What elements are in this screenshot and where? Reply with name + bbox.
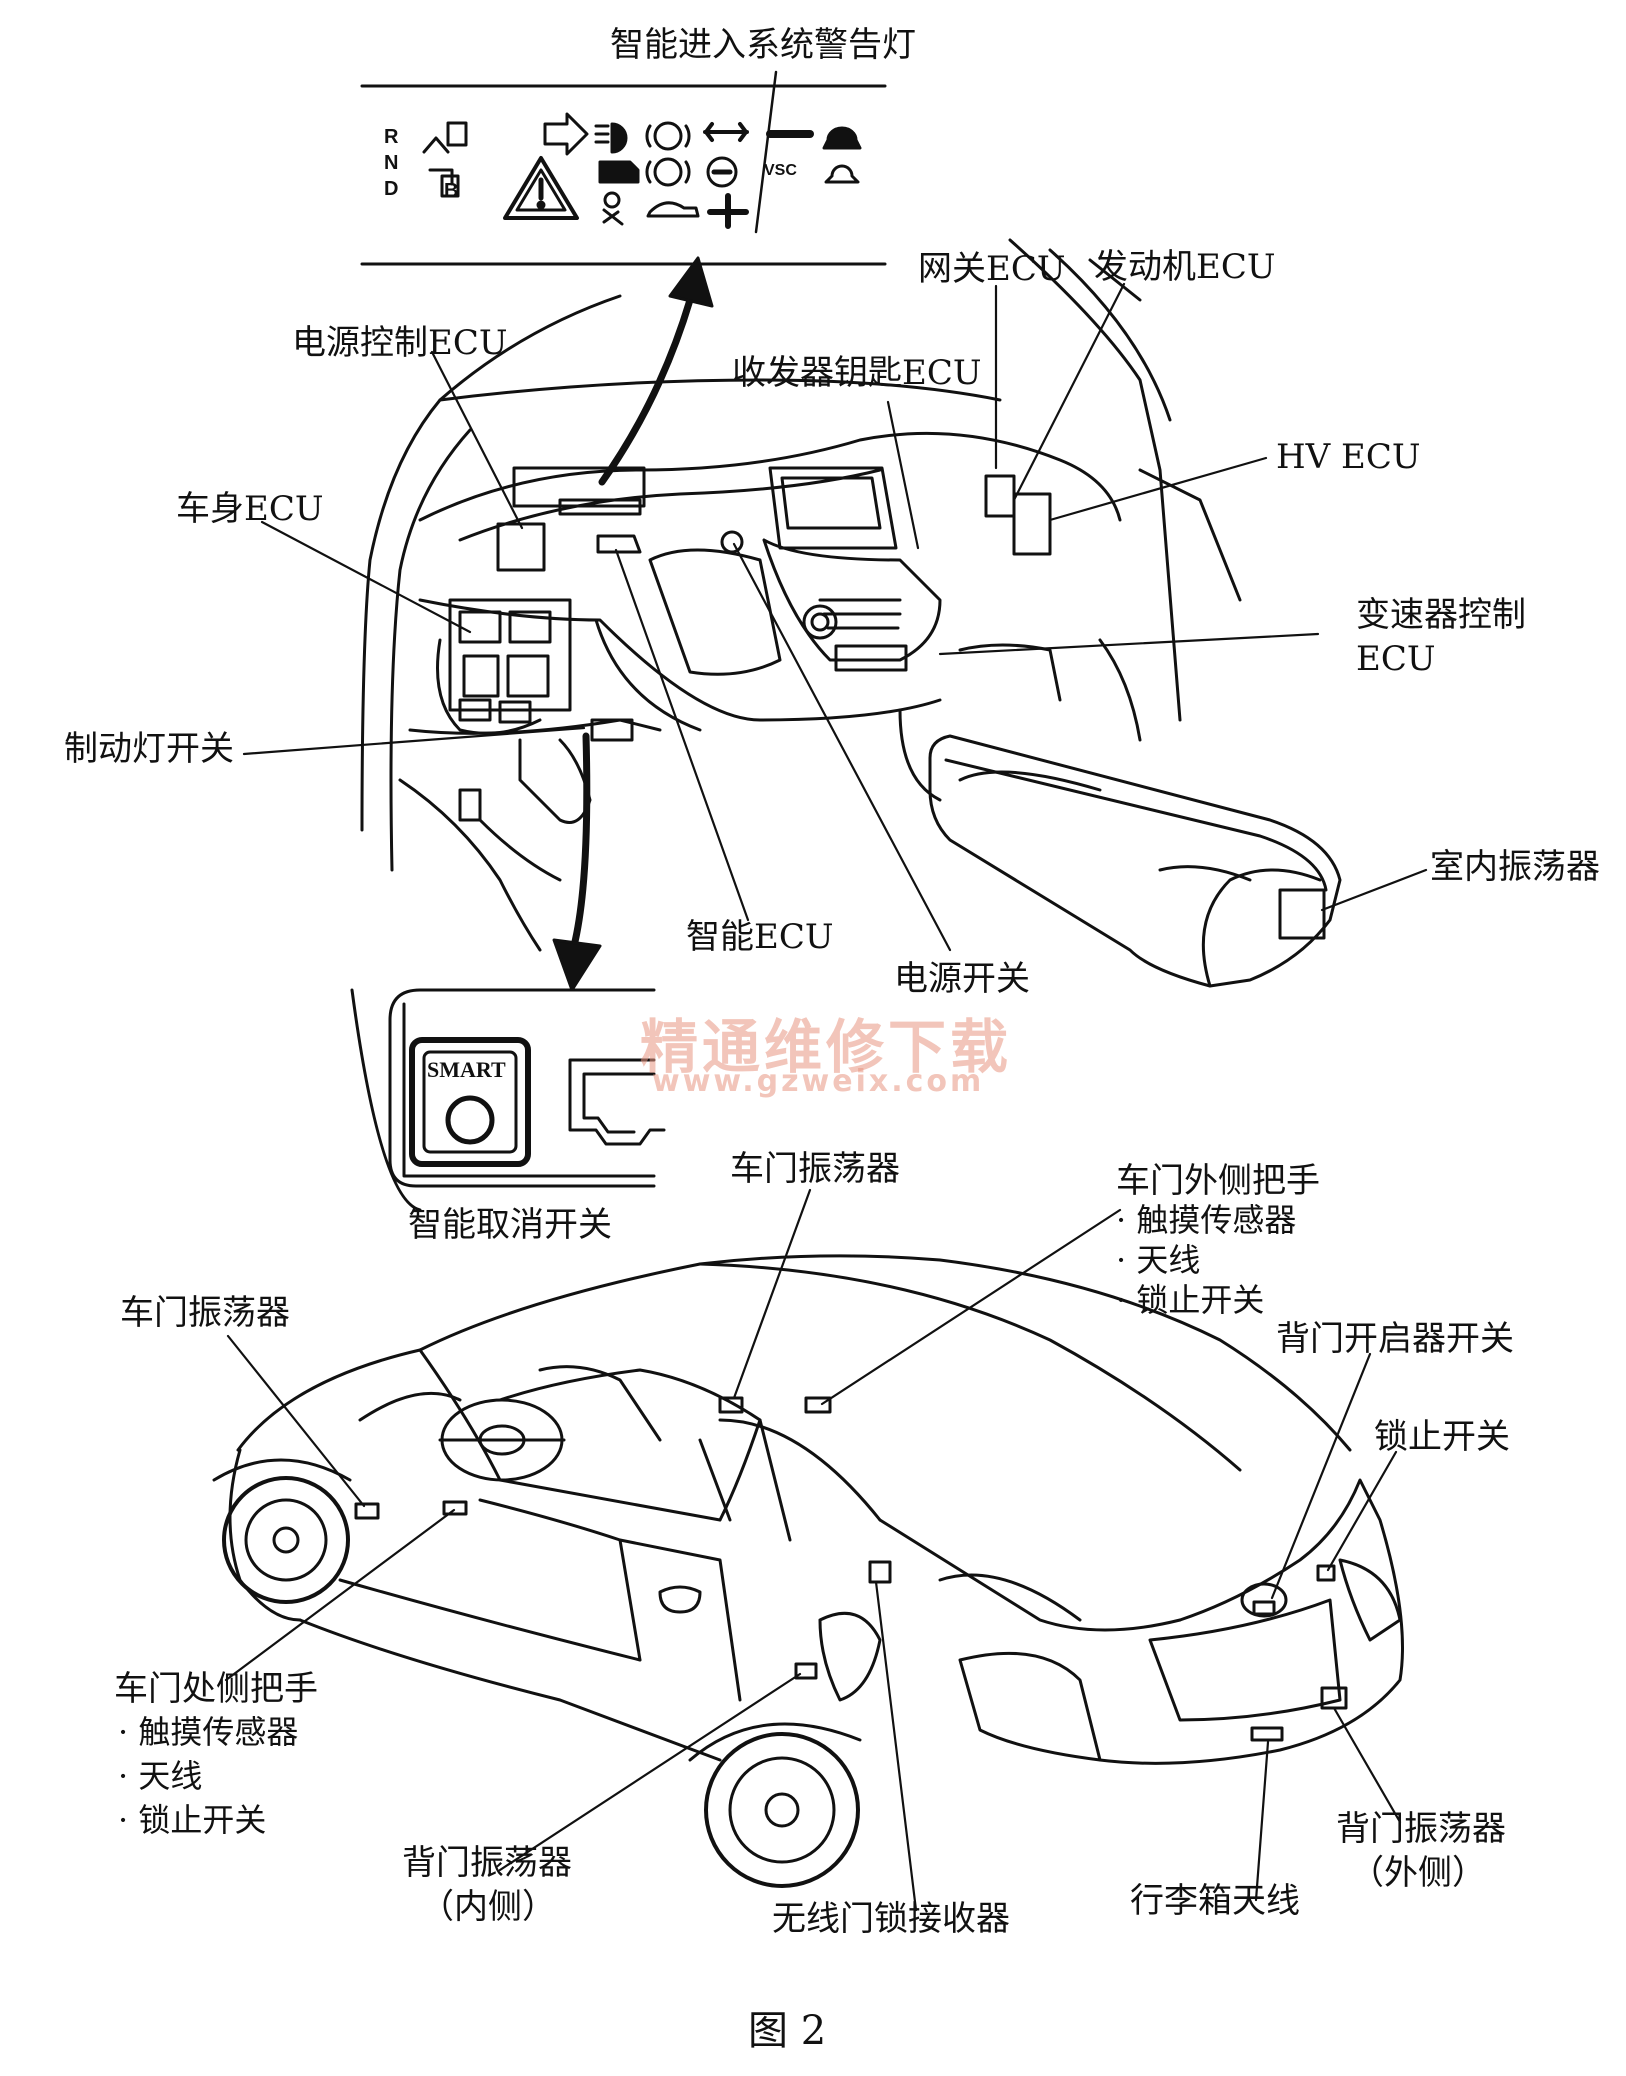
label-wireless-receiver: 无线门锁接收器 bbox=[772, 1899, 1010, 1939]
label-transmission-ecu: ECU bbox=[1356, 639, 1436, 679]
label-body-ecu: 车身ECU bbox=[176, 489, 324, 529]
label-power-switch: 电源开关 bbox=[894, 959, 1030, 999]
label-lock-switch: 锁止开关 bbox=[1374, 1417, 1510, 1457]
dashboard-drawing bbox=[360, 238, 1342, 988]
left-handle-item-touch-sensor: · 触摸传感器 bbox=[118, 1713, 299, 1751]
label-gateway-ecu: 网关ECU bbox=[918, 249, 1066, 289]
smart-button-label: SMART bbox=[427, 1057, 506, 1082]
label-back-door-opener-switch: 背门开启器开关 bbox=[1276, 1319, 1514, 1359]
label-back-door-oscillator-outer-sub: （外侧） bbox=[1350, 1853, 1486, 1893]
gear-letter-r: R bbox=[384, 126, 399, 148]
watermark-url: www.gzweix.com bbox=[652, 1064, 985, 1099]
label-door-oscillator-top: 车门振荡器 bbox=[730, 1149, 900, 1189]
label-warning-lamp: 智能进入系统警告灯 bbox=[610, 25, 916, 65]
gear-letter-b: B bbox=[444, 180, 459, 202]
label-smart-cancel-switch: 智能取消开关 bbox=[408, 1205, 612, 1245]
right-handle-item-lock-switch: · 锁止开关 bbox=[1116, 1281, 1265, 1319]
smart-switch-inset bbox=[350, 988, 666, 1212]
label-brake-light-switch: 制动灯开关 bbox=[64, 729, 234, 769]
label-door-handle-left: 车门处侧把手 bbox=[114, 1669, 318, 1709]
figure-caption: 图 2 bbox=[748, 2008, 827, 2054]
label-smart-ecu: 智能ECU bbox=[686, 917, 834, 957]
instrument-panel-inset bbox=[360, 70, 887, 266]
leader-lines bbox=[224, 282, 1428, 1912]
label-back-door-oscillator-inner: 背门振荡器 bbox=[402, 1843, 572, 1883]
right-handle-item-touch-sensor: · 触摸传感器 bbox=[1116, 1201, 1297, 1239]
left-handle-item-lock-switch: · 锁止开关 bbox=[118, 1801, 267, 1839]
label-interior-oscillator: 室内振荡器 bbox=[1430, 847, 1600, 887]
gear-letter-n: N bbox=[384, 152, 399, 174]
label-hv-ecu: HV ECU bbox=[1276, 437, 1421, 477]
label-engine-ecu: 发动机ECU bbox=[1094, 247, 1276, 287]
label-luggage-antenna: 行李箱天线 bbox=[1130, 1881, 1300, 1921]
watermark-title: 精通维修下载 bbox=[640, 1013, 1013, 1081]
label-transmission-control: 变速器控制 bbox=[1356, 595, 1526, 635]
label-back-door-oscillator-inner-sub: （内侧） bbox=[420, 1887, 556, 1927]
right-handle-item-antenna: · 天线 bbox=[1116, 1241, 1201, 1279]
gear-letter-d: D bbox=[384, 178, 399, 200]
vsc-indicator: VSC bbox=[764, 162, 797, 179]
label-power-control-ecu: 电源控制ECU bbox=[292, 323, 508, 363]
label-back-door-oscillator-outer: 背门振荡器 bbox=[1336, 1809, 1506, 1849]
left-handle-item-antenna: · 天线 bbox=[118, 1757, 203, 1795]
label-door-outer-handle: 车门外侧把手 bbox=[1116, 1161, 1320, 1201]
label-transceiver-key-ecu: 收发器钥匙ECU bbox=[732, 353, 982, 393]
label-door-oscillator-left: 车门振荡器 bbox=[120, 1293, 290, 1333]
car-drawing bbox=[212, 1254, 1404, 1888]
